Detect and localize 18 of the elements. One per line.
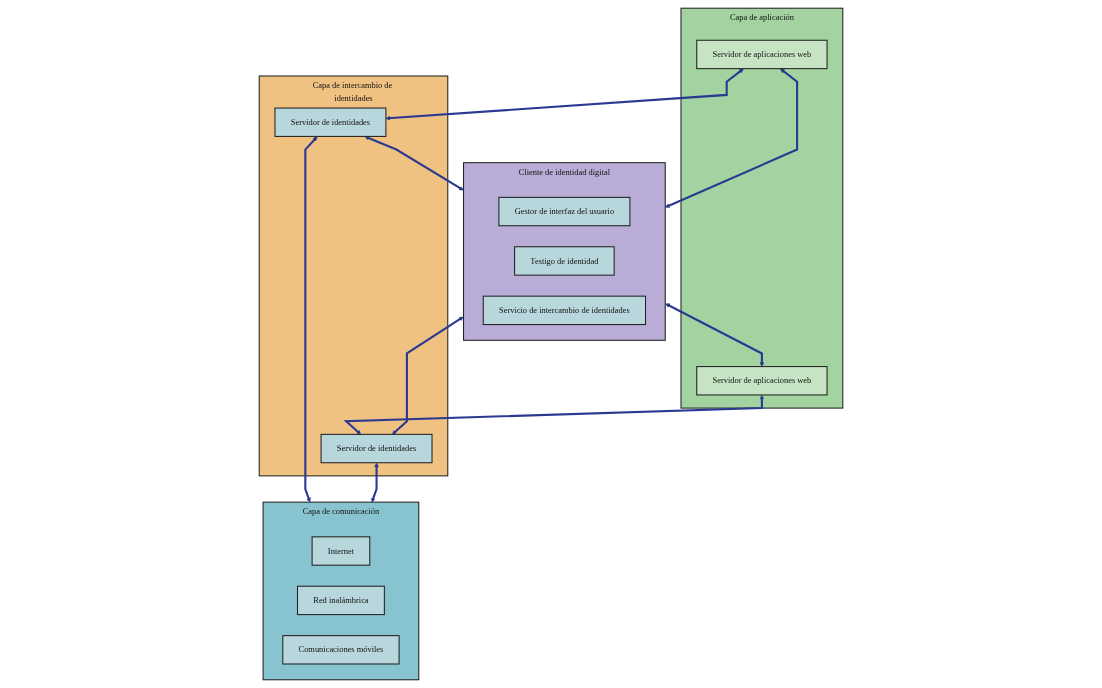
node-box: Servidor de identidades: [274, 107, 387, 137]
node-box: Red inalámbrica: [296, 585, 385, 616]
arrow: [392, 316, 464, 435]
node-box: Gestor de interfaz del usuario: [498, 196, 631, 227]
node-box: Internet: [311, 536, 371, 566]
arrow: [665, 68, 799, 208]
node-box: Servidor de aplicaciones web: [696, 39, 828, 70]
arrow: [343, 394, 765, 435]
node-box: Testigo de identidad: [514, 246, 615, 276]
arrow: [385, 68, 744, 121]
node-box: Servidor de identidades: [320, 433, 433, 464]
arrow: [364, 135, 464, 191]
node-box: Servidor de aplicaciones web: [696, 366, 828, 396]
arrow: [371, 462, 379, 503]
arrow: [304, 136, 318, 503]
arrow: [665, 303, 765, 367]
node-box: Servicio de intercambio de identidades: [482, 295, 647, 326]
node-box: Comunicaciones móviles: [282, 635, 400, 665]
